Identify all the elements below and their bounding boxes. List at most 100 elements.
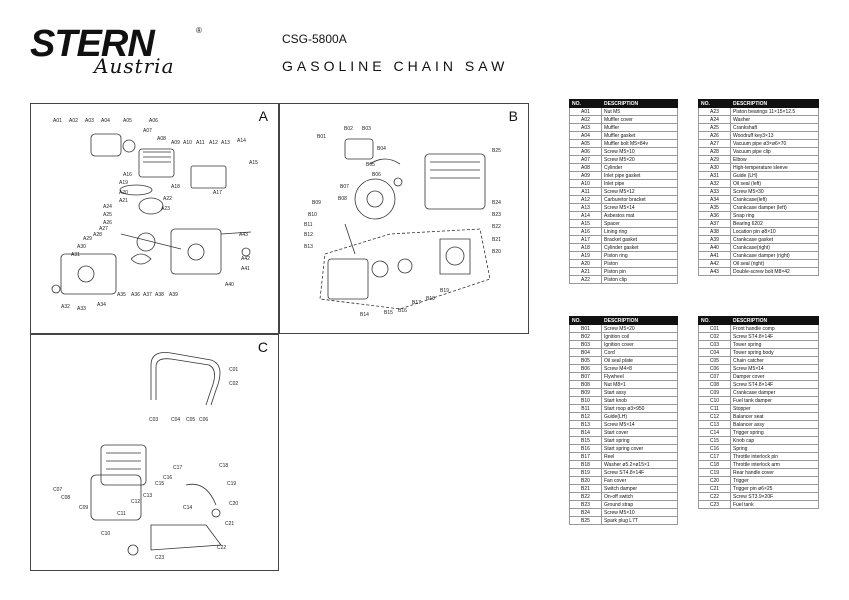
part-number: C01 — [698, 324, 731, 333]
part-number: B18 — [569, 460, 602, 469]
part-number: A13 — [569, 203, 602, 212]
panel-a-callout: A36 — [131, 292, 140, 298]
part-description: Inlet pipe gasket — [601, 171, 678, 180]
part-number: C23 — [698, 500, 731, 509]
panel-b-callout: B06 — [372, 172, 381, 178]
part-description: Elbow — [730, 155, 819, 164]
col-description: DESCRIPTION — [730, 316, 819, 325]
logo-wordmark: STERN — [30, 23, 155, 65]
part-description: Vacuum pipe ø3×ø6×70 — [730, 139, 819, 148]
part-number: C22 — [698, 492, 731, 501]
model-number: CSG-5800A — [282, 32, 347, 46]
part-description: Screw M5×14 — [730, 364, 819, 373]
part-description: Trigger spring — [730, 428, 819, 437]
panel-b-callout: B09 — [312, 200, 321, 206]
part-number: A43 — [698, 267, 731, 276]
part-description: Piston — [601, 259, 678, 268]
part-number: A11 — [569, 187, 602, 196]
part-number: A39 — [698, 235, 731, 244]
part-description: Start spring cover — [601, 444, 678, 453]
part-description: Oil seal plate — [601, 356, 678, 365]
part-number: A26 — [698, 131, 731, 140]
part-number: A38 — [698, 227, 731, 236]
part-description: Nut M8×1 — [601, 380, 678, 389]
part-description: Piston ring — [601, 251, 678, 260]
part-description: Location pin ø8×10 — [730, 227, 819, 236]
panel-c-callout: C17 — [173, 465, 183, 471]
panel-c-callout: C06 — [199, 417, 209, 423]
panel-c-callout: C13 — [143, 493, 153, 499]
panel-a-callout: A01 — [53, 118, 62, 124]
panel-a-callout: A08 — [157, 136, 166, 142]
part-number: B02 — [569, 332, 602, 341]
part-number: C12 — [698, 412, 731, 421]
panel-b-callout: B19 — [440, 288, 449, 294]
panel-a-callout: A06 — [149, 118, 158, 124]
panel-c-callout: C18 — [219, 463, 229, 469]
panel-a-callout: A30 — [77, 244, 86, 250]
col-no: NO. — [698, 99, 731, 108]
part-number: A09 — [569, 171, 602, 180]
panel-c-callout: C21 — [225, 521, 235, 527]
part-description: Crankcase damper (right) — [730, 251, 819, 260]
part-number: B14 — [569, 428, 602, 437]
panel-a-callout: A13 — [221, 140, 230, 146]
part-number: A17 — [569, 235, 602, 244]
panel-c-callout: C09 — [79, 505, 89, 511]
part-description: Fuel tank damper — [730, 396, 819, 405]
part-description: Double-screw bolt M8×42 — [730, 267, 819, 276]
part-number: B01 — [569, 324, 602, 333]
part-number: B05 — [569, 356, 602, 365]
part-description: Ignition cover — [601, 340, 678, 349]
starter-exploded-drawing — [319, 138, 491, 310]
panel-b-callout: B08 — [338, 196, 347, 202]
panel-c-callout: C12 — [131, 499, 141, 505]
part-number: A12 — [569, 195, 602, 204]
panel-b-callout: B11 — [304, 222, 313, 228]
logo-subtitle: Austria — [94, 54, 175, 78]
part-description: Guide (LH) — [730, 171, 819, 180]
part-description: Throttle interlock arm — [730, 460, 819, 469]
part-number: C19 — [698, 468, 731, 477]
panel-c-callout: C22 — [217, 545, 227, 551]
panel-a-callout: A24 — [103, 204, 112, 210]
panel-a-callout: A38 — [155, 292, 164, 298]
part-description: Crankshaft — [730, 123, 819, 132]
panel-a-callout: A03 — [85, 118, 94, 124]
panel-a-callout: A02 — [69, 118, 78, 124]
part-description: Ground strap — [601, 500, 678, 509]
panel-b-callout: B21 — [492, 237, 501, 243]
part-description: Guide(LH) — [601, 412, 678, 421]
part-description: Vacuum pipe clip — [730, 147, 819, 156]
part-description: Muffler bolt M5×84v — [601, 139, 678, 148]
